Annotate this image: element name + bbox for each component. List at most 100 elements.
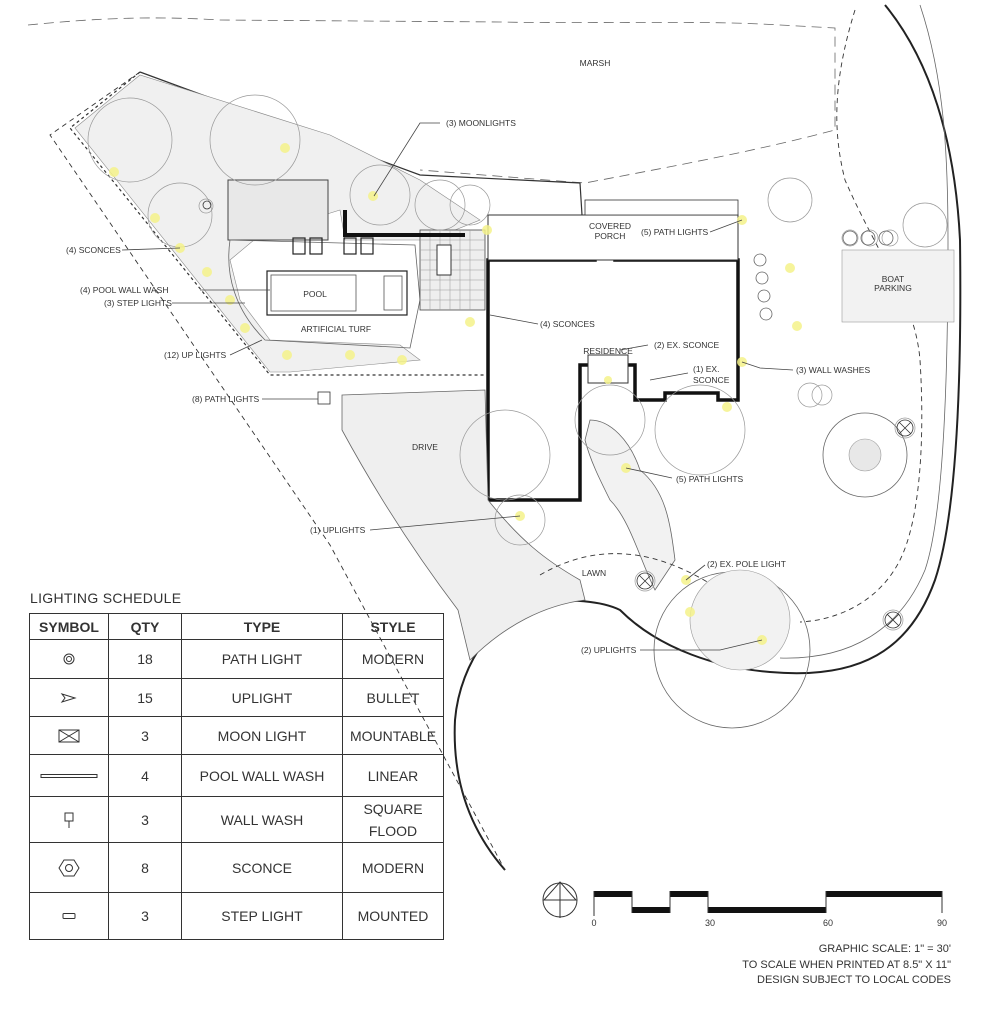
table-row: 8 SCONCE MODERN: [29, 842, 444, 893]
east-island: [822, 412, 908, 498]
pole-light-circle: [689, 569, 791, 671]
symbol-cell: [29, 892, 109, 940]
label-residence: RESIDENCE: [583, 346, 633, 356]
symbol-cell: [29, 796, 109, 843]
qty-cell: 3: [108, 796, 182, 843]
callout-path-lights-top: (5) PATH LIGHTS: [641, 227, 709, 237]
callout-leaders: [121, 122, 794, 651]
property-boundary: [49, 71, 506, 871]
lighting-schedule-table: SYMBOL QTY TYPE STYLE 18 PATH LIGHT MODE…: [29, 613, 444, 940]
scale-tick-30: 30: [705, 918, 715, 928]
light-fixture-markers: [109, 143, 802, 645]
header-symbol: SYMBOL: [29, 613, 109, 640]
graphic-scale-note: GRAPHIC SCALE: 1" = 30': [818, 943, 951, 955]
style-line-2: FLOOD: [368, 822, 418, 839]
callout-path-lights-center: (5) PATH LIGHTS: [676, 474, 744, 484]
tree-canopies: [87, 94, 948, 631]
scale-tick-90: 90: [937, 918, 947, 928]
qty-cell: 18: [108, 639, 182, 679]
type-cell: POOL WALL WASH: [181, 754, 343, 797]
drawing-notes: GRAPHIC SCALE: 1" = 30' TO SCALE WHEN PR…: [742, 942, 951, 989]
boat-parking: [841, 249, 955, 323]
callout-uplights-2: (2) UPLIGHTS: [581, 645, 637, 655]
table-row: 3 WALL WASH SQUARE FLOOD: [29, 796, 444, 843]
step-light-icon: [62, 913, 76, 919]
table-row: 3 MOON LIGHT MOUNTABLE: [29, 716, 444, 755]
symbol-cell: [29, 678, 109, 717]
type-cell: WALL WASH: [181, 796, 343, 843]
callout-sconces-left: (4) SCONCES: [66, 245, 121, 255]
label-drive: DRIVE: [412, 442, 438, 452]
style-cell: BULLET: [342, 678, 444, 717]
symbol-cell: [29, 842, 109, 893]
symbol-cell: [29, 716, 109, 755]
label-pool: POOL: [303, 289, 327, 299]
callout-up-lights: (12) UP LIGHTS: [164, 350, 227, 360]
callout-ex-sconce-1: (1) EX.: [693, 364, 719, 374]
east-island-plant: [848, 438, 882, 472]
type-cell: STEP LIGHT: [181, 892, 343, 940]
type-cell: SCONCE: [181, 842, 343, 893]
road-inner-edge: [779, 4, 949, 659]
symbol-cell: [29, 639, 109, 679]
pool-inner: [270, 274, 357, 312]
moon-light-icon: [58, 729, 80, 742]
pool-patio: [227, 179, 329, 241]
callout-ex-sconce-1b: SCONCE: [693, 375, 730, 385]
lawn-edge: [539, 553, 721, 591]
callout-ex-pole-light: (2) EX. POLE LIGHT: [707, 559, 786, 569]
callout-wall-washes: (3) WALL WASHES: [796, 365, 870, 375]
lounge-chairs: [292, 237, 374, 255]
qty-cell: 3: [108, 892, 182, 940]
qty-cell: 4: [108, 754, 182, 797]
scale-bar-outline: [593, 891, 943, 916]
lighting-symbols: [202, 200, 914, 629]
local-codes-note: DESIGN SUBJECT TO LOCAL CODES: [757, 974, 951, 986]
callout-uplights-1: (1) UPLIGHTS: [310, 525, 366, 535]
porch-steps: [584, 199, 739, 216]
callout-sconces-center: (4) SCONCES: [540, 319, 595, 329]
pool-wall-wash-icon: [40, 773, 98, 778]
print-scale-note: TO SCALE WHEN PRINTED AT 8.5" X 11": [742, 958, 951, 971]
scale-tick-0: 0: [591, 918, 596, 928]
callout-step-lights: (3) STEP LIGHTS: [104, 298, 172, 308]
qty-cell: 3: [108, 716, 182, 755]
path-light-icon: [63, 653, 75, 665]
callout-path-lights-left: (8) PATH LIGHTS: [192, 394, 260, 404]
patio-wall: [343, 210, 465, 237]
driveway: [341, 389, 586, 661]
table-row: 3 STEP LIGHT MOUNTED: [29, 892, 444, 940]
label-boat-parking: BOAT: [882, 274, 905, 284]
sconce-icon: [58, 859, 80, 876]
type-cell: PATH LIGHT: [181, 639, 343, 679]
style-cell: MODERN: [342, 639, 444, 679]
header-style: STYLE: [342, 613, 444, 640]
qty-cell: 8: [108, 842, 182, 893]
type-cell: MOON LIGHT: [181, 716, 343, 755]
right-property-dashed: [799, 9, 923, 623]
header-type: TYPE: [181, 613, 343, 640]
scale-tick-60: 60: [823, 918, 833, 928]
dining-table: [436, 244, 452, 276]
label-covered-porch-2: PORCH: [595, 231, 626, 241]
style-cell: MOUNTED: [342, 892, 444, 940]
table-row: 15 UPLIGHT BULLET: [29, 678, 444, 717]
north-arrow-icon: [542, 881, 578, 918]
pool-yard-outline: [228, 239, 421, 349]
schedule-header-row: SYMBOL QTY TYPE STYLE: [29, 613, 444, 640]
road-edge: [453, 4, 962, 871]
spa: [383, 275, 403, 311]
graphic-scale: 0 30 60 90: [542, 881, 947, 928]
label-marsh: MARSH: [580, 58, 611, 68]
lighting-schedule-title: LIGHTING SCHEDULE: [30, 590, 182, 606]
label-lawn: LAWN: [582, 568, 606, 578]
label-covered-porch: COVERED: [589, 221, 631, 231]
style-cell: SQUARE FLOOD: [342, 796, 444, 843]
wall-wash-icon: [64, 812, 74, 828]
table-row: 18 PATH LIGHT MODERN: [29, 639, 444, 679]
callout-moonlights: (3) MOONLIGHTS: [446, 118, 516, 128]
style-cell: MOUNTABLE: [342, 716, 444, 755]
type-cell: UPLIGHT: [181, 678, 343, 717]
style-cell: LINEAR: [342, 754, 444, 797]
